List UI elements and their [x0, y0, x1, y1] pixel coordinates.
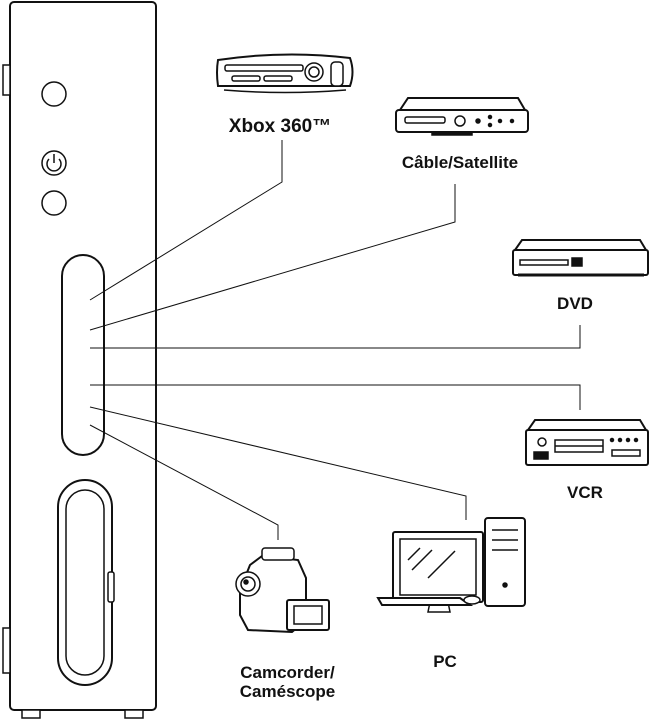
pc-icon — [376, 517, 526, 613]
cable-satellite-label: Câble/Satellite — [401, 153, 519, 172]
xbox-label: Xbox 360™ — [228, 116, 332, 137]
camcorder-label: Camcorder/ Caméscope — [215, 663, 360, 701]
xbox-icon — [216, 53, 354, 94]
dvd-player-icon — [512, 239, 649, 277]
pc-label: PC — [433, 652, 457, 671]
hub-console — [2, 1, 157, 719]
cable-box-icon — [395, 97, 529, 136]
indicator-light-icon — [41, 81, 67, 107]
vcr-label: VCR — [567, 483, 603, 502]
eject-button-icon[interactable] — [41, 190, 67, 216]
camcorder-label-line1: Camcorder/ — [240, 663, 335, 682]
camcorder-label-line2: Caméscope — [239, 682, 336, 701]
disc-slot — [61, 254, 105, 456]
vcr-icon — [525, 419, 649, 466]
dvd-label: DVD — [557, 294, 593, 313]
connection-lines — [89, 140, 581, 540]
camcorder-icon — [235, 547, 330, 634]
